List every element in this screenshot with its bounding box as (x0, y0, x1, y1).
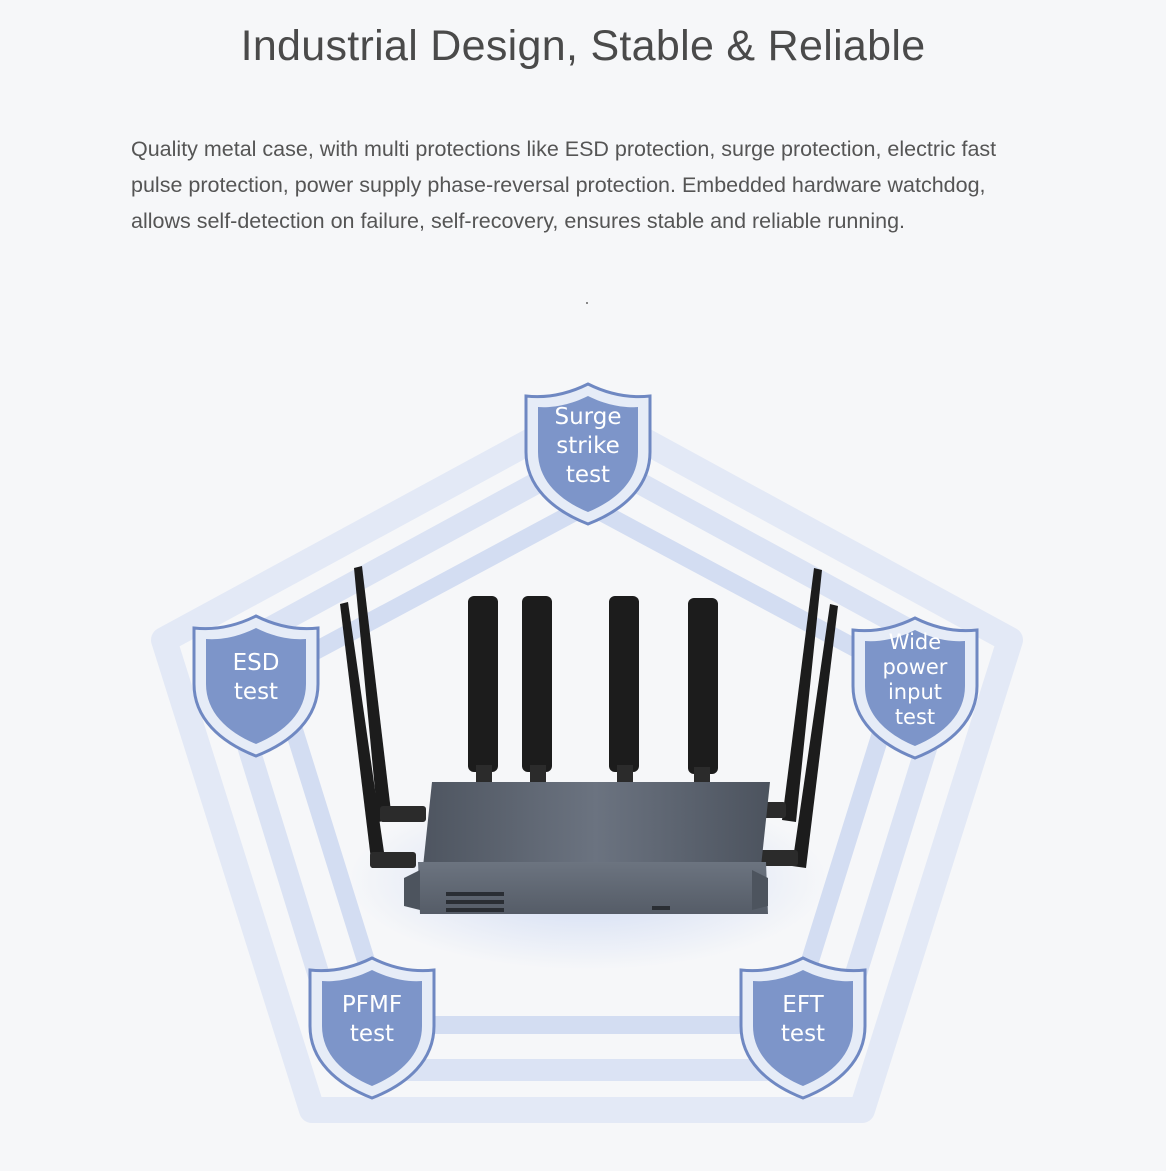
shield-icon (851, 616, 979, 760)
shield-label-surge: Surge strike test (554, 403, 622, 488)
separator-dot (586, 302, 588, 304)
page-title: Industrial Design, Stable & Reliable (240, 22, 926, 70)
shield-label-eft: EFT test (780, 992, 826, 1047)
shield-eft: EFT test (739, 956, 867, 1100)
shield-icon (192, 614, 320, 758)
shield-icon (308, 956, 436, 1100)
shield-label-pfmf: PFMF test (341, 992, 403, 1047)
shield-esd: ESD test (192, 614, 320, 758)
shield-pfmf: PFMF test (308, 956, 436, 1100)
shield-label-esd: ESD test (232, 650, 280, 705)
shield-wide-power: Wide power input test (851, 616, 979, 760)
pentagon-background (151, 397, 1023, 1123)
shield-label-wide-power: Wide power input test (882, 630, 948, 729)
shield-surge-strike: Surge strike test (524, 382, 652, 526)
protection-diagram: Surge strike test ESD test Wide power in… (0, 330, 1166, 1166)
shield-icon (739, 956, 867, 1100)
description: Quality metal case, with multi protectio… (131, 137, 997, 233)
router-image (340, 566, 838, 914)
shield-icon (524, 382, 652, 526)
